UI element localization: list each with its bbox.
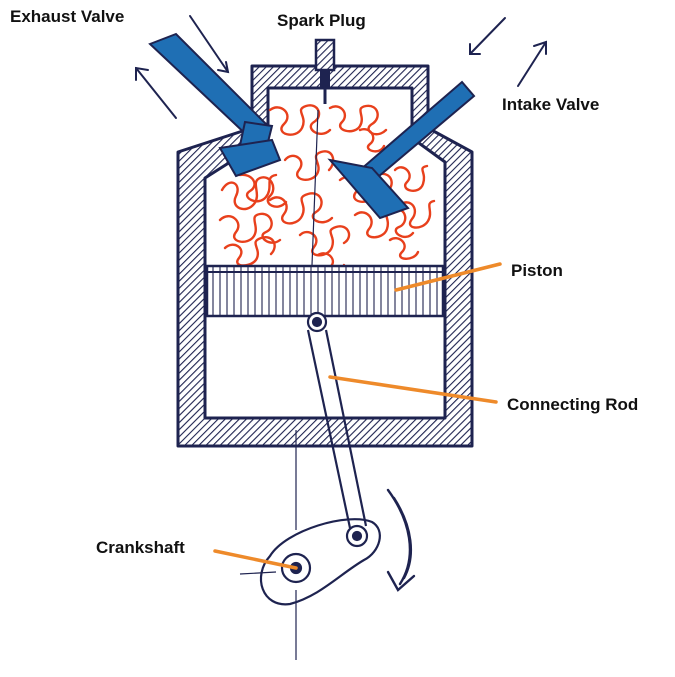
- intake-valve-label: Intake Valve: [502, 96, 599, 113]
- crankshaft-label: Crankshaft: [96, 539, 185, 556]
- piston: [207, 266, 443, 316]
- rotation-arrow: [388, 490, 414, 590]
- connecting-rod-label: Connecting Rod: [507, 396, 638, 413]
- spark-plug-label: Spark Plug: [277, 12, 366, 29]
- piston-label: Piston: [511, 262, 563, 279]
- exhaust-valve-label: Exhaust Valve: [10, 8, 124, 25]
